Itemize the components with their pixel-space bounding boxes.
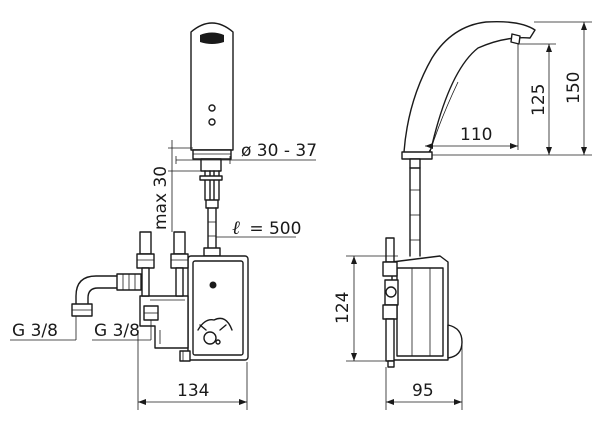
reach-label: 110 bbox=[460, 125, 492, 145]
hose-length-label: ℓ = 500 bbox=[232, 217, 301, 239]
hose-length-value: = 500 bbox=[249, 219, 301, 239]
front-dimensions bbox=[10, 140, 316, 410]
faucet-body-front bbox=[190, 22, 234, 160]
thread-label-left: G 3/8 bbox=[12, 321, 58, 341]
box-height-label: 124 bbox=[333, 292, 353, 324]
side-dimensions bbox=[346, 21, 592, 410]
height-total-label: 150 bbox=[564, 72, 584, 104]
width-label: 134 bbox=[177, 381, 209, 401]
side-view bbox=[346, 20, 592, 410]
diameter-label: ø 30 - 37 bbox=[241, 141, 317, 161]
max-label: max 30 bbox=[151, 166, 171, 230]
control-box-front bbox=[179, 255, 249, 362]
box-depth-label: 95 bbox=[412, 381, 434, 401]
hose-side bbox=[409, 158, 421, 257]
front-view bbox=[10, 22, 316, 410]
control-box-side bbox=[382, 237, 463, 368]
hose-front bbox=[203, 199, 221, 257]
height-outlet-label: 125 bbox=[529, 84, 549, 116]
dimension-labels: ø 30 - 37 max 30 ℓ = 500 G 3/8 G 3/8 134… bbox=[12, 72, 584, 401]
thread-label-right: G 3/8 bbox=[94, 321, 140, 341]
hose-length-symbol: ℓ bbox=[232, 217, 240, 239]
valve-stems bbox=[136, 231, 189, 297]
supply-pipe bbox=[71, 273, 159, 321]
mounting-shank bbox=[199, 158, 223, 201]
